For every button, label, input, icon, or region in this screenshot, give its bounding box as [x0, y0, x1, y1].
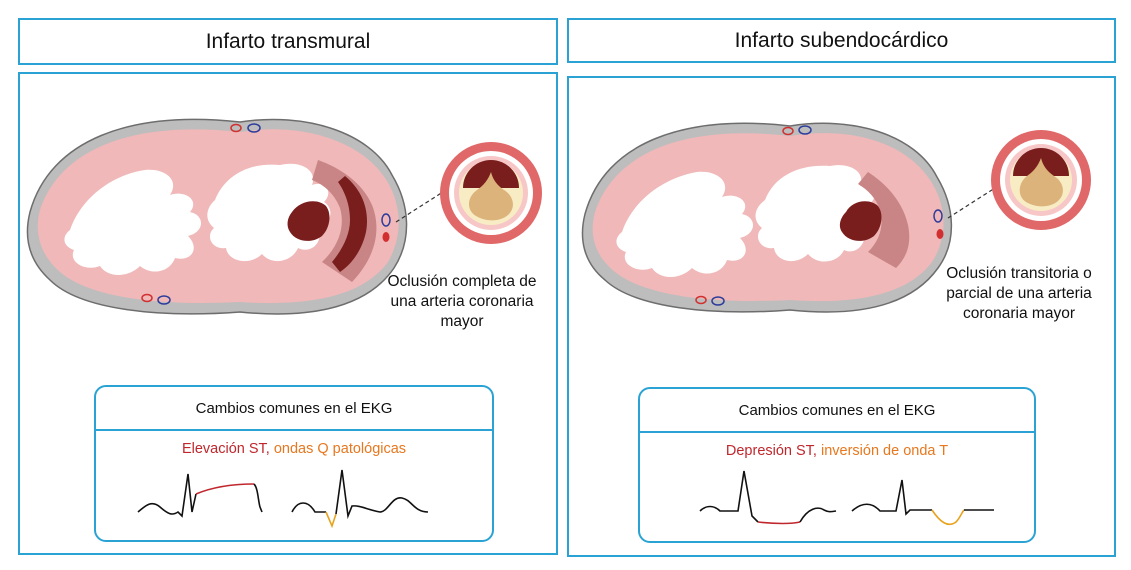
caption-subendocardial: Oclusión transitoria o parcial de una ar…	[928, 264, 1110, 324]
caption-line: parcial de una arteria	[946, 285, 1092, 302]
caption-line: Oclusión completa de	[387, 273, 537, 290]
caption-transmural: Oclusión completa de una arteria coronar…	[372, 272, 552, 332]
ekg-change-primary: Elevación ST,	[181, 441, 270, 457]
ekg-trace-st-depression-icon	[699, 470, 837, 525]
ekg-change-secondary: ondas Q patológicas	[273, 441, 407, 457]
title-box-left: Infarto transmural	[18, 18, 558, 65]
ekg-changes-subendocardial: Depresión ST, inversión de onda T	[640, 443, 1034, 459]
ekg-changes-transmural: Elevación ST, ondas Q patológicas	[96, 441, 492, 457]
title-subendocardial: Infarto subendocárdico	[734, 28, 949, 52]
caption-line: mayor	[440, 313, 484, 330]
ekg-header: Cambios comunes en el EKG	[96, 387, 492, 431]
caption-line: una arteria coronaria	[390, 293, 534, 310]
title-transmural: Infarto transmural	[205, 29, 371, 53]
ekg-box-transmural: Cambios comunes en el EKG Elevación ST, …	[94, 385, 494, 542]
title-box-right: Infarto subendocárdico	[567, 18, 1116, 63]
ekg-box-subendocardial: Cambios comunes en el EKG Depresión ST, …	[638, 387, 1036, 543]
caption-line: Oclusión transitoria o	[946, 265, 1092, 282]
ekg-trace-t-inversion-icon	[851, 479, 994, 526]
caption-line: coronaria mayor	[963, 305, 1075, 322]
ekg-change-primary: Depresión ST,	[725, 443, 817, 459]
ekg-trace-q-wave-icon	[291, 469, 429, 529]
ekg-change-secondary: inversión de onda T	[821, 443, 949, 459]
ekg-header: Cambios comunes en el EKG	[640, 389, 1034, 433]
ekg-trace-st-elevation-icon	[137, 473, 263, 518]
